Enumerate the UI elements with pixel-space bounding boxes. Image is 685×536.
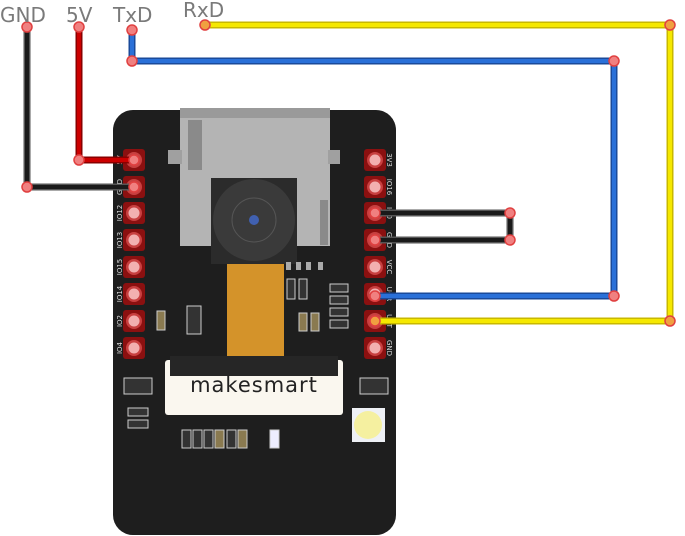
pin-right-7[interactable]: GND [364,337,393,359]
label-txd: TxD [112,3,152,27]
pin-label: VCC [385,260,393,275]
pin-label: IO14 [116,285,124,302]
pin-left-2[interactable]: IO12 [116,202,145,224]
label-gnd: GND [0,3,46,27]
brand-label: makesmart [190,373,318,397]
fpc-connector: makesmart [165,356,343,415]
pin-label: GND [385,340,393,356]
wire-endpoints [21,19,676,327]
pin-left-7[interactable]: IO4 [116,337,145,359]
pin-label: IO12 [116,205,124,221]
pin-right-1[interactable]: IO16 [364,176,393,198]
pin-left-6[interactable]: IO2 [116,310,145,332]
pin-right-0[interactable]: 3V3 [364,149,393,171]
smd-components [123,278,389,449]
pin-label: IO4 [116,341,124,354]
pin-label: IO16 [385,179,393,196]
pin-right-4[interactable]: VCC [364,256,393,278]
pin-label: IO2 [116,315,124,327]
pin-label: 3V3 [385,153,393,167]
pin-left-5[interactable]: IO14 [116,283,145,305]
camera-module [211,178,323,356]
flash-led [352,408,385,442]
label-rxd: RxD [183,0,224,22]
label-5v: 5V [66,3,93,27]
pin-label: IO15 [116,259,124,275]
pin-left-3[interactable]: IO13 [116,229,145,251]
pin-label: IO13 [116,232,124,248]
sd-card-slot [168,108,340,246]
camera-ribbon [227,264,284,356]
pin-left-4[interactable]: IO15 [116,256,145,278]
